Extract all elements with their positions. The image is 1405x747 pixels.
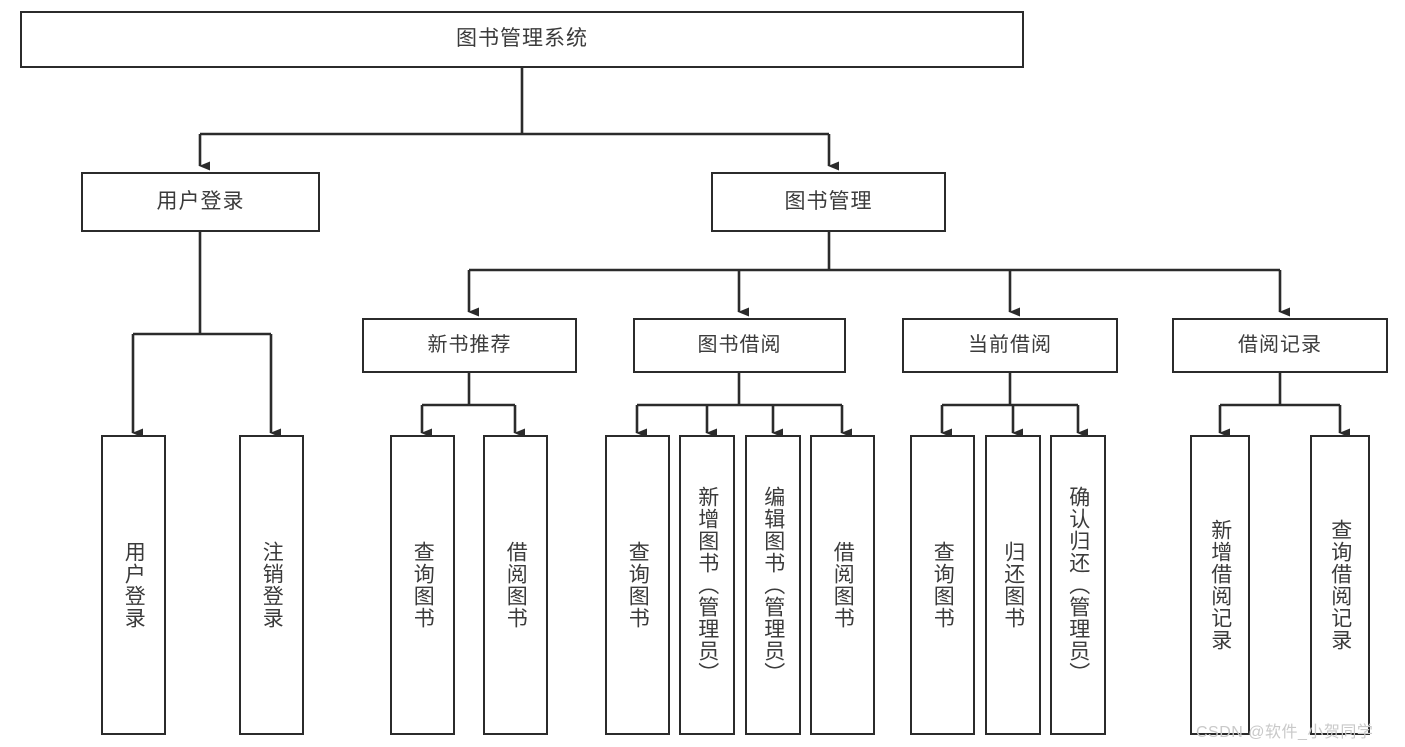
csdn-watermark: CSDN @软件_小贺同学 bbox=[1196, 724, 1374, 741]
node-level1-label: 图书管理 bbox=[784, 189, 873, 213]
node-leaf-5[interactable]: 新增图书（管理员） bbox=[679, 435, 735, 735]
node-leaf-label: 查询图书 bbox=[931, 541, 955, 629]
node-leaf-label: 查询图书 bbox=[626, 541, 650, 629]
node-leaf-label: 查询图书 bbox=[411, 541, 435, 629]
node-leaf-2[interactable]: 查询图书 bbox=[390, 435, 455, 735]
node-leaf-9[interactable]: 归还图书 bbox=[985, 435, 1041, 735]
node-leaf-label: 归还图书 bbox=[1001, 541, 1025, 629]
node-root-label: 图书管理系统 bbox=[456, 27, 588, 51]
node-root[interactable]: 图书管理系统 bbox=[20, 11, 1024, 68]
node-leaf-11[interactable]: 新增借阅记录 bbox=[1190, 435, 1250, 735]
node-leaf-label: 注销登录 bbox=[260, 541, 284, 629]
node-leaf-label: 编辑图书（管理员） bbox=[761, 486, 785, 684]
node-leaf-1[interactable]: 注销登录 bbox=[239, 435, 304, 735]
node-leaf-12[interactable]: 查询借阅记录 bbox=[1310, 435, 1370, 735]
node-leaf-label: 借阅图书 bbox=[831, 541, 855, 629]
node-level2-3[interactable]: 借阅记录 bbox=[1172, 318, 1388, 373]
node-leaf-label: 查询借阅记录 bbox=[1328, 519, 1352, 651]
node-leaf-6[interactable]: 编辑图书（管理员） bbox=[745, 435, 801, 735]
node-leaf-label: 借阅图书 bbox=[504, 541, 528, 629]
node-leaf-3[interactable]: 借阅图书 bbox=[483, 435, 548, 735]
node-leaf-10[interactable]: 确认归还（管理员） bbox=[1050, 435, 1106, 735]
node-level2-2[interactable]: 当前借阅 bbox=[902, 318, 1118, 373]
node-level1-1[interactable]: 图书管理 bbox=[711, 172, 946, 232]
connector-group bbox=[131, 68, 1350, 438]
node-level1-label: 用户登录 bbox=[156, 189, 245, 213]
node-leaf-7[interactable]: 借阅图书 bbox=[810, 435, 875, 735]
node-leaf-8[interactable]: 查询图书 bbox=[910, 435, 975, 735]
node-leaf-label: 新增图书（管理员） bbox=[695, 486, 719, 684]
node-leaf-4[interactable]: 查询图书 bbox=[605, 435, 670, 735]
node-level2-label: 新书推荐 bbox=[427, 334, 512, 356]
node-leaf-label: 确认归还（管理员） bbox=[1066, 486, 1090, 684]
node-level2-label: 借阅记录 bbox=[1238, 334, 1322, 356]
node-leaf-label: 用户登录 bbox=[122, 541, 146, 629]
node-level2-1[interactable]: 图书借阅 bbox=[633, 318, 846, 373]
node-level2-0[interactable]: 新书推荐 bbox=[362, 318, 577, 373]
node-level2-label: 图书借阅 bbox=[697, 334, 782, 356]
node-level2-label: 当前借阅 bbox=[968, 334, 1052, 356]
node-leaf-0[interactable]: 用户登录 bbox=[101, 435, 166, 735]
node-level1-0[interactable]: 用户登录 bbox=[81, 172, 320, 232]
node-leaf-label: 新增借阅记录 bbox=[1208, 519, 1232, 651]
